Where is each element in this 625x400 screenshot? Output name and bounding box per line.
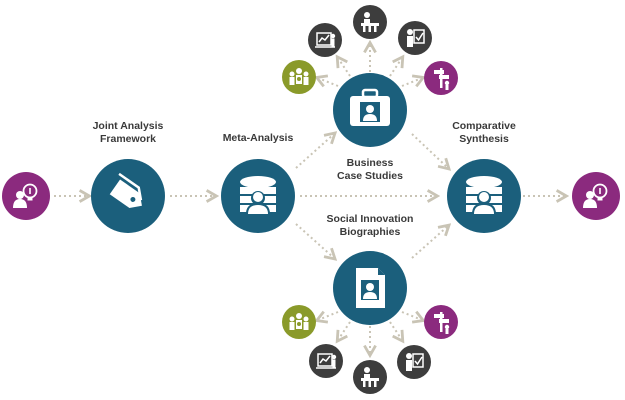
label-comparative-line1: Comparative [452,120,516,132]
chart-presenter-icon [308,23,342,57]
database-person-icon [221,159,295,233]
arrow-social-sat-2 [338,321,351,340]
idea-person-icon [2,172,50,220]
arrow-business-sat-2 [338,58,351,77]
arrow-social-sat-5 [401,312,422,320]
arrow-business-sat-5 [401,78,422,86]
label-meta-analysis-text: Meta-Analysis [222,132,294,144]
arrows [54,44,565,354]
idea-person-icon-output [572,172,620,220]
arrow-social-sat-1 [318,312,339,320]
database-person-icon-synthesis [447,159,521,233]
arrow-social-to-synthesis [411,226,448,259]
podium-icon [353,5,387,39]
arrow-meta-to-social [295,223,334,258]
label-comparative-line2: Synthesis [459,133,509,145]
label-business-line2: Case Studies [337,170,403,182]
checklist-icon [398,21,432,55]
label-social-innovation-biographies: Social Innovation Biographies [310,213,430,239]
arrow-business-sat-1 [318,78,339,86]
group-icon-bottom [282,305,316,339]
label-meta-analysis: Meta-Analysis [214,132,302,145]
label-joint-analysis-line1: Joint Analysis [92,120,164,132]
chart-presenter-icon-bottom [309,344,343,378]
label-joint-analysis-framework: Joint Analysis Framework [88,120,168,146]
briefcase-person-icon [333,73,407,147]
label-comparative-synthesis: Comparative Synthesis [440,120,528,146]
group-icon [282,60,316,94]
label-business-case-studies: Business Case Studies [320,157,420,183]
document-person-icon [333,251,407,325]
arrow-meta-to-business [295,134,334,169]
checklist-icon-bottom [397,345,431,379]
label-joint-analysis-line2: Framework [99,133,157,145]
signpost-icon [424,61,458,95]
arrow-social-sat-4 [389,321,402,340]
label-social-line1: Social Innovation [326,213,414,225]
arrow-business-sat-4 [389,58,402,77]
label-social-line2: Biographies [339,226,401,238]
arrow-business-to-synthesis [411,133,448,168]
podium-icon-bottom [353,360,387,394]
signpost-icon-bottom [424,305,458,339]
tags-icon [91,159,165,233]
label-business-line1: Business [346,157,394,169]
